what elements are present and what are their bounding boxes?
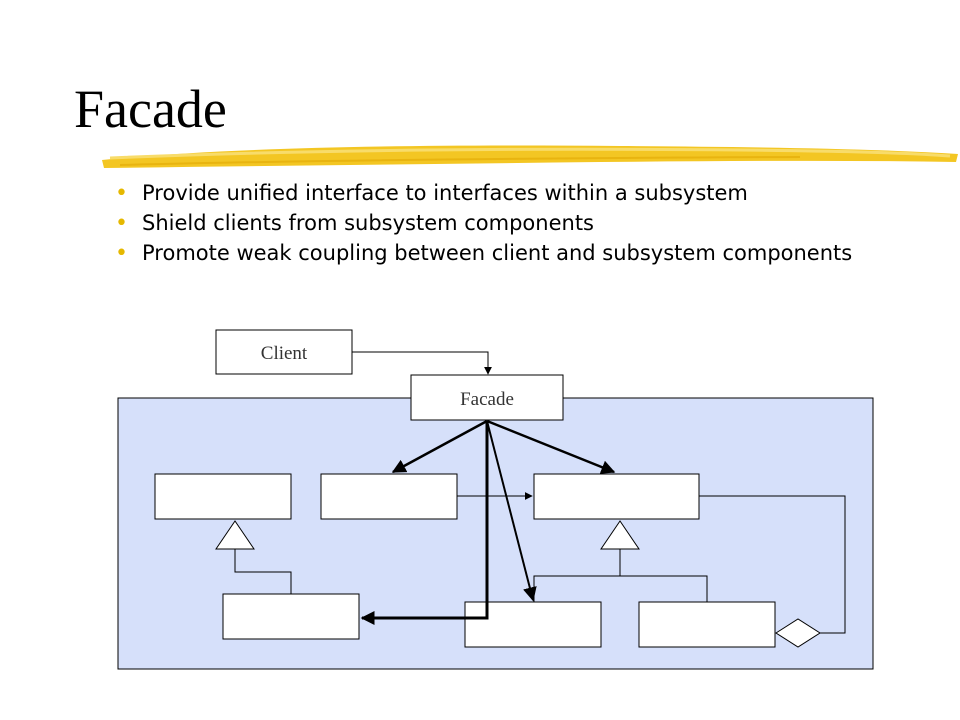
bullet-item: •Shield clients from subsystem component… [115,211,594,236]
client-box: Client [215,329,353,375]
facade-box: Facade [410,374,564,421]
bullet-dot-icon: • [115,181,128,206]
bullet-dot-icon: • [115,241,128,266]
facade-label: Facade [460,389,514,410]
title-underline-brush [102,145,958,168]
subsystem-class-box [464,601,602,648]
slide-title: Facade [74,79,227,139]
subsystem-class-box [320,473,458,520]
inheritance-connector [215,520,292,594]
subsystem-class-box [533,473,700,520]
subsystem-class-box [638,601,776,648]
facade-delegation-arrows [360,419,616,625]
aggregation-connector [699,495,846,648]
client-label: Client [261,343,308,364]
subsystem-class-box [154,473,292,520]
bullet-list: •Provide unified interface to interfaces… [112,181,912,271]
bullet-item: •Provide unified interface to interfaces… [115,181,748,206]
bullet-item: •Promote weak coupling between client an… [115,241,853,266]
client-facade-connector [352,351,492,375]
subsystem-class-box [222,593,360,640]
bullet-dot-icon: • [115,211,128,236]
